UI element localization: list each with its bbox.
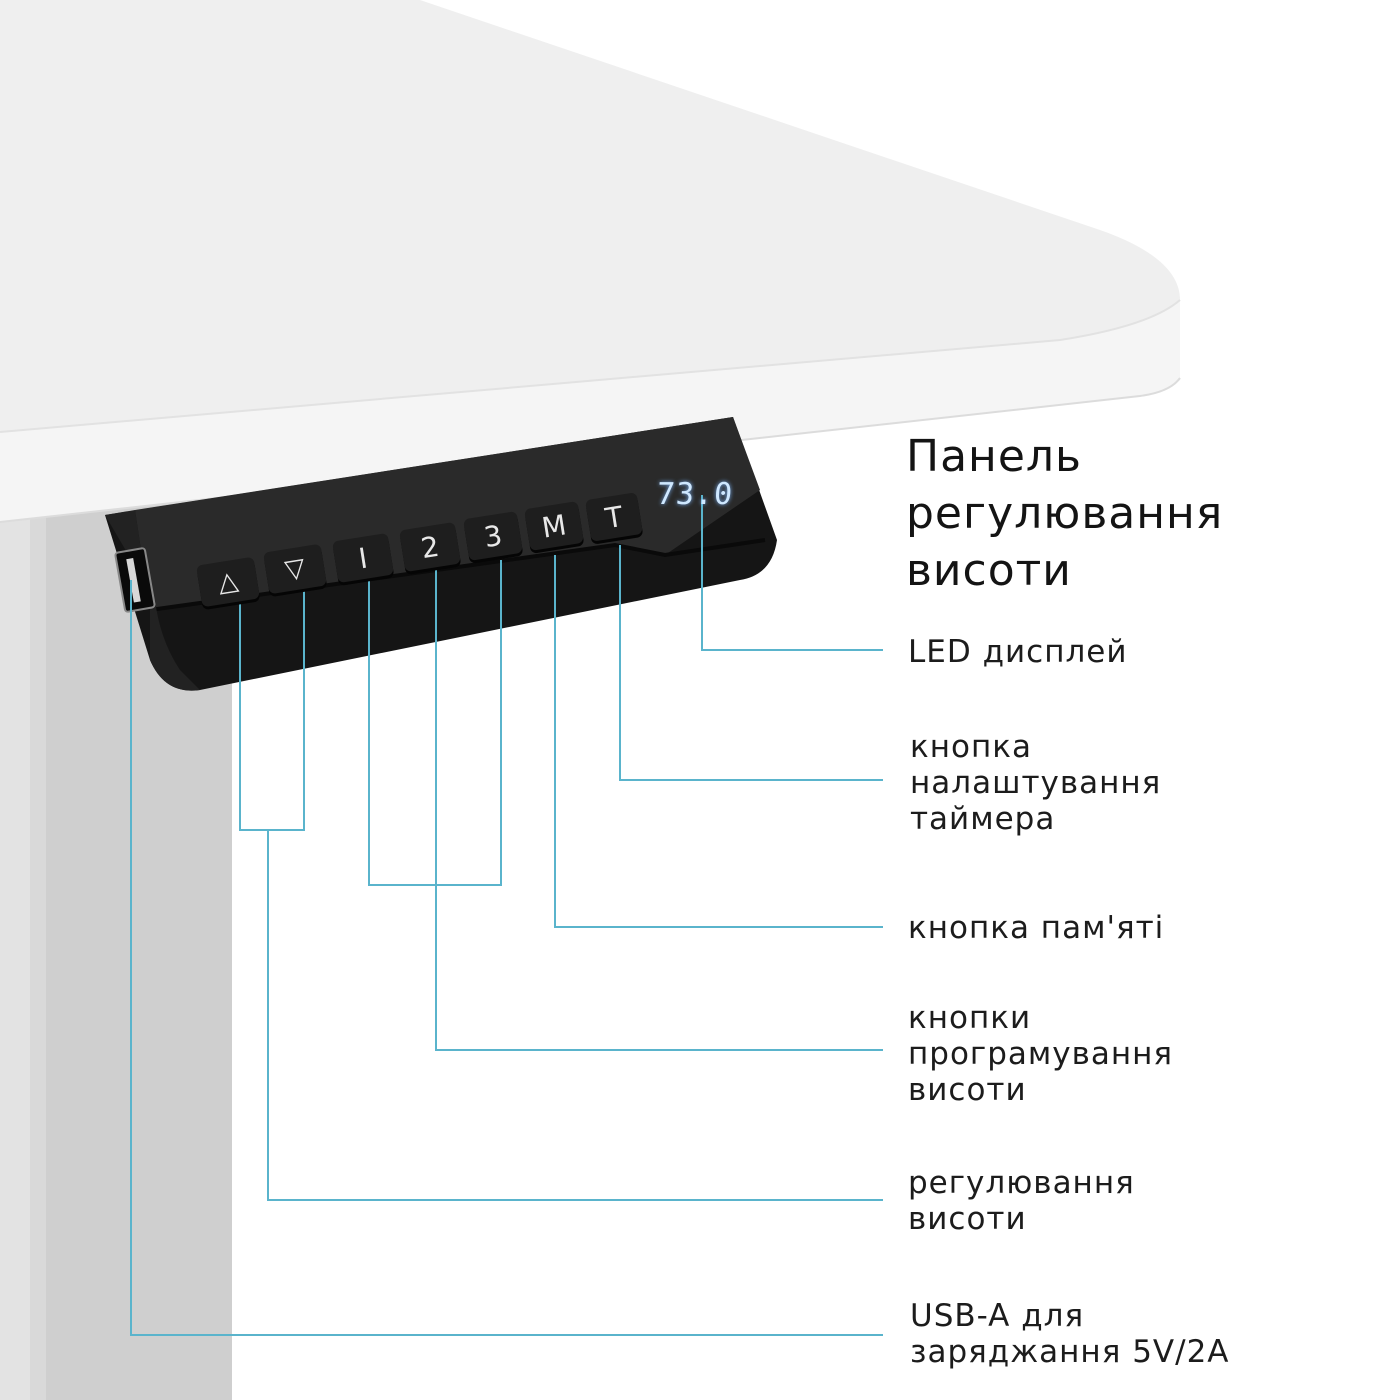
led-display-value: 73.0 <box>655 476 735 512</box>
led-display: 73.0 <box>653 474 738 514</box>
preset-1-button[interactable]: I <box>332 532 394 584</box>
preset-2-button[interactable]: 2 <box>399 521 461 573</box>
callout-memory-button: кнопка пам'яті <box>908 910 1165 946</box>
tabletop <box>0 0 1181 523</box>
up-arrow-icon: △ <box>215 565 241 599</box>
timer-button[interactable]: T <box>585 492 643 542</box>
up-arrow-button[interactable]: △ <box>196 556 260 608</box>
preset-1-label: I <box>356 541 370 575</box>
page-title: Панель регулювання висоти <box>906 431 1224 596</box>
preset-2-label: 2 <box>418 529 442 565</box>
memory-button[interactable]: M <box>524 501 584 551</box>
callout-height-program-buttons: кнопки програмування висоти <box>908 1000 1174 1108</box>
usb-port[interactable] <box>114 547 156 613</box>
callout-lines <box>130 495 883 1336</box>
down-arrow-button[interactable]: ▽ <box>263 543 327 595</box>
callout-timer-button: кнопка налаштування таймера <box>910 729 1162 837</box>
callout-usb-port: USB-A для заряджання 5V/2A <box>910 1298 1230 1370</box>
callout-led-display: LED дисплей <box>908 634 1128 670</box>
down-arrow-icon: ▽ <box>282 552 308 586</box>
memory-label: M <box>539 507 569 545</box>
timer-label: T <box>602 499 626 535</box>
preset-3-button[interactable]: 3 <box>463 511 523 561</box>
callout-height-adjust: регулювання висоти <box>908 1165 1135 1237</box>
preset-3-label: 3 <box>481 518 505 554</box>
